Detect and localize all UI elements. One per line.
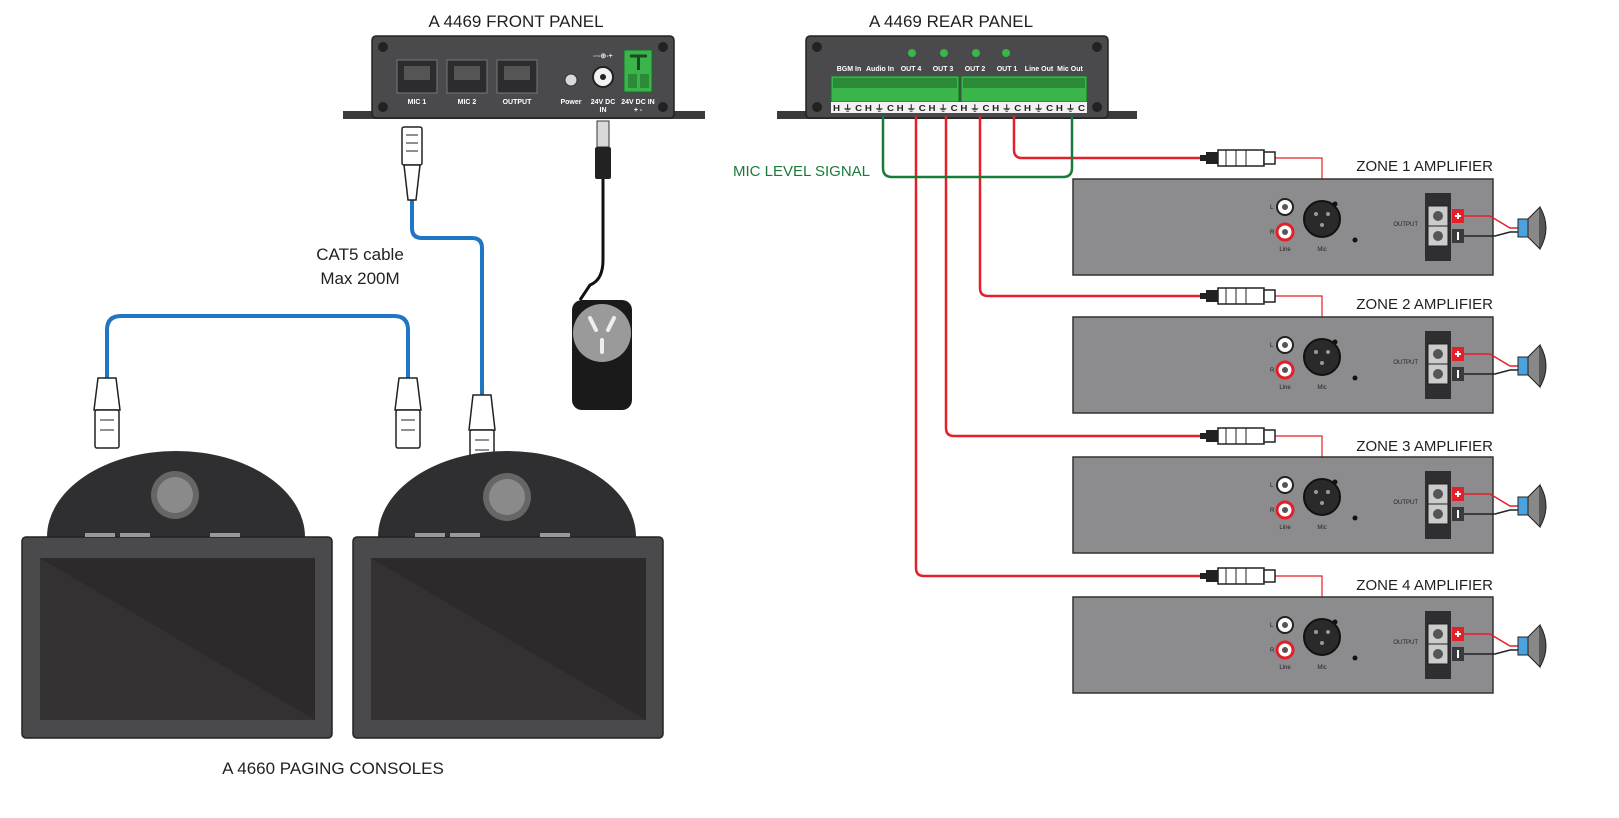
svg-text:Line: Line — [1279, 665, 1291, 671]
speaker-zone-3 — [1517, 483, 1547, 529]
zone-4-title: ZONE 4 AMPLIFIER — [1356, 577, 1493, 594]
terminal-labels: H ⏚ C H ⏚ C H ⏚ C H ⏚ C H ⏚ C H ⏚ C H ⏚ … — [833, 104, 1085, 113]
consoles-label: A 4660 PAGING CONSOLES — [222, 759, 444, 778]
zone-3-amplifier — [1072, 456, 1520, 554]
power-supply — [572, 300, 632, 410]
out1-label: OUT 1 — [997, 66, 1018, 73]
svg-text:Line: Line — [1279, 385, 1291, 391]
svg-text:OUTPUT: OUTPUT — [1393, 222, 1418, 228]
green-terminal-block — [623, 49, 653, 93]
zone-4-amplifier — [1072, 596, 1520, 694]
dc-in-1b-label: IN — [600, 107, 607, 114]
paging-console-b — [352, 451, 664, 739]
svg-text:L: L — [1270, 343, 1274, 349]
svg-text:OUTPUT: OUTPUT — [1393, 640, 1418, 646]
zone-2-amplifier — [1072, 316, 1520, 414]
amp-small-labels: L R Line Mic OUTPUT L R Line Mic OUTPUT … — [1270, 205, 1418, 671]
mic-out-label: Mic Out — [1057, 66, 1083, 73]
speaker-zone-1 — [1517, 205, 1547, 251]
cat5-cables — [105, 200, 484, 395]
front-panel-device: MIC 1 MIC 2 OUTPUT Power -◦-⊕-+ 24V DC I… — [343, 35, 705, 119]
audio-in-label: Audio In — [866, 66, 894, 73]
rj45-port-mic2 — [446, 59, 488, 94]
power-led — [564, 73, 578, 87]
power-label: Power — [560, 99, 581, 106]
red-signal-cables — [914, 116, 1200, 578]
svg-text:Mic: Mic — [1317, 247, 1326, 253]
cable-label-line2: Max 200M — [320, 269, 399, 288]
zone-2-title: ZONE 2 AMPLIFIER — [1356, 296, 1493, 313]
dc-in-1-label: 24V DC — [591, 99, 616, 106]
rear-terminal-strip — [830, 75, 1088, 103]
dc-in-2b-label: + - — [634, 107, 643, 114]
front-panel-title: A 4469 FRONT PANEL — [428, 12, 603, 31]
svg-text:L: L — [1270, 623, 1274, 629]
rj45-plug-front — [401, 126, 423, 201]
svg-text:R: R — [1270, 230, 1275, 236]
rj45-plug-console-a-right — [394, 377, 422, 449]
rj45-port-output — [496, 59, 538, 94]
zone-3-title: ZONE 3 AMPLIFIER — [1356, 438, 1493, 455]
rj45-plug-console-a-left — [93, 377, 121, 449]
zone-1-amplifier — [1072, 178, 1520, 276]
power-cable — [578, 178, 605, 301]
svg-text:R: R — [1270, 368, 1275, 374]
line-out-label: Line Out — [1025, 66, 1054, 73]
svg-text:Line: Line — [1279, 247, 1291, 253]
mic-level-label: MIC LEVEL SIGNAL — [733, 163, 870, 180]
svg-text:OUTPUT: OUTPUT — [1393, 360, 1418, 366]
out2-label: OUT 2 — [965, 66, 986, 73]
xlr-plug-zone-1 — [1200, 149, 1276, 167]
out3-label: OUT 3 — [933, 66, 954, 73]
svg-text:L: L — [1270, 483, 1274, 489]
svg-text:Mic: Mic — [1317, 525, 1326, 531]
svg-text:Mic: Mic — [1317, 665, 1326, 671]
zone-1-title: ZONE 1 AMPLIFIER — [1356, 158, 1493, 175]
output-label: OUTPUT — [503, 99, 533, 106]
svg-text:Mic: Mic — [1317, 385, 1326, 391]
cable-label-line1: CAT5 cable — [316, 245, 404, 264]
svg-text:R: R — [1270, 648, 1275, 654]
rear-panel-title: A 4469 REAR PANEL — [869, 12, 1033, 31]
dc-plug — [595, 120, 611, 179]
mic1-label: MIC 1 — [408, 99, 427, 106]
speaker-zone-2 — [1517, 343, 1547, 389]
svg-text:R: R — [1270, 508, 1275, 514]
xlr-plug-zone-3 — [1200, 427, 1276, 445]
svg-text:Line: Line — [1279, 525, 1291, 531]
out4-label: OUT 4 — [901, 66, 922, 73]
xlr-plug-zone-4 — [1200, 567, 1276, 585]
mic2-label: MIC 2 — [458, 99, 477, 106]
bgm-in-label: BGM In — [837, 66, 862, 73]
rear-panel-device: BGM In Audio In OUT 4 OUT 3 OUT 2 OUT 1 … — [777, 35, 1137, 119]
svg-text:L: L — [1270, 205, 1274, 211]
dc-in-2-label: 24V DC IN — [621, 99, 654, 106]
svg-text:-◦-⊕-+: -◦-⊕-+ — [593, 53, 612, 60]
paging-console-a — [21, 451, 333, 739]
xlr-plug-zone-2 — [1200, 287, 1276, 305]
svg-text:OUTPUT: OUTPUT — [1393, 500, 1418, 506]
rj45-port-mic1 — [396, 59, 438, 94]
mic-level-loop — [881, 116, 1074, 179]
speaker-zone-4 — [1517, 623, 1547, 669]
